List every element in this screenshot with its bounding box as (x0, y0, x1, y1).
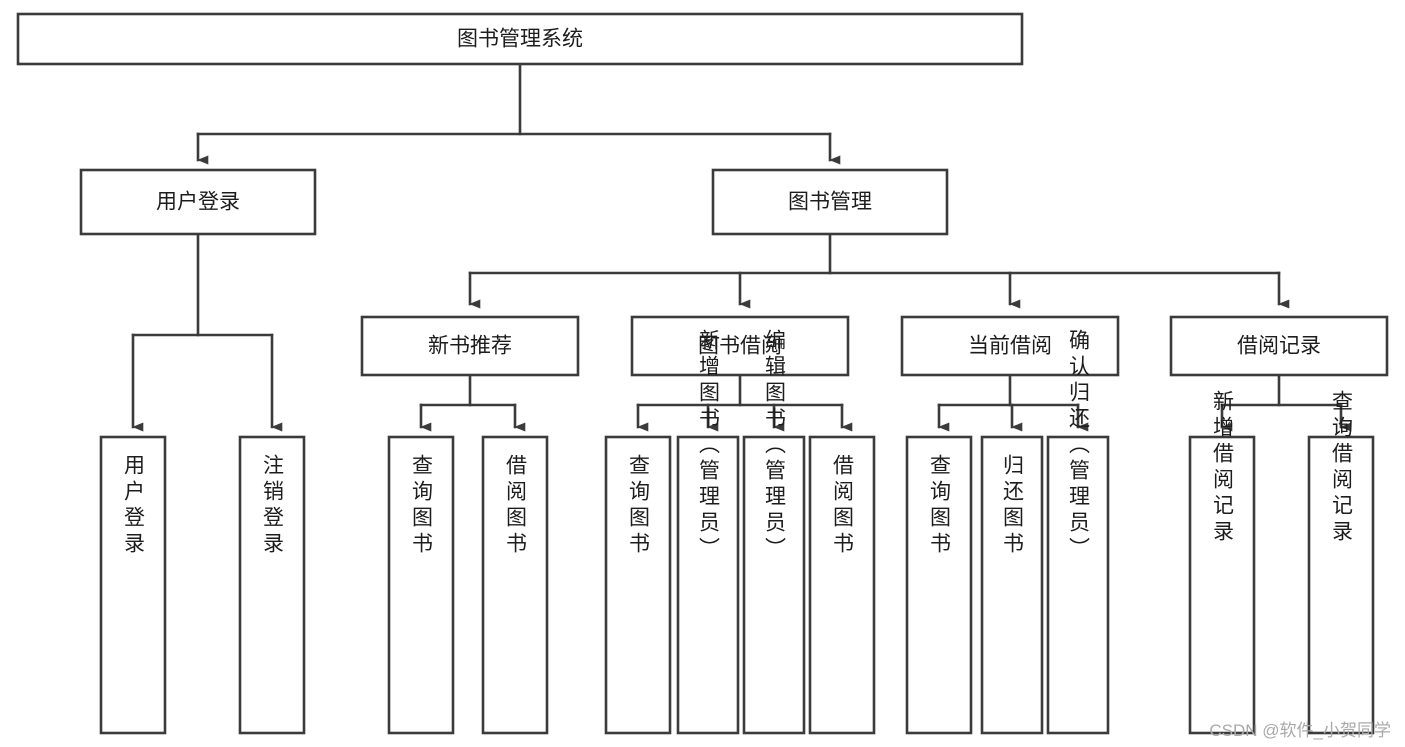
node-book-borrow[interactable]: 图书借阅 (630, 315, 850, 377)
node-leaf-confirm-return-label: 确认归还（管理员） (1067, 329, 1091, 563)
node-leaf-query-record-box[interactable] (1307, 435, 1375, 735)
node-leaf-borrow-book-2[interactable]: 借阅图书 (808, 435, 876, 735)
node-leaf-borrow-book-1[interactable]: 借阅图书 (481, 435, 549, 735)
node-leaf-query-book-2-box[interactable] (604, 435, 672, 735)
connector-layer (131, 62, 1352, 432)
node-borrow-record-label: 借阅记录 (1237, 335, 1321, 358)
node-leaf-user-login[interactable]: 用户登录 (99, 435, 167, 735)
node-user-login[interactable]: 用户登录 (79, 168, 317, 236)
node-new-book-recommend-label: 新书推荐 (428, 335, 512, 358)
node-current-borrow-box[interactable] (900, 315, 1120, 377)
node-borrow-record[interactable]: 借阅记录 (1169, 315, 1389, 377)
node-leaf-edit-book[interactable]: 编辑图书（管理员） (742, 329, 806, 735)
node-book-borrow-label: 图书借阅 (698, 335, 782, 358)
node-leaf-add-record-label: 新增借阅记录 (1211, 390, 1235, 546)
node-leaf-query-book-1-label: 查询图书 (410, 454, 434, 558)
csdn-watermark: CSDN @软件_小贺同学 (1209, 721, 1391, 740)
node-leaf-borrow-book-1-label: 借阅图书 (504, 454, 528, 558)
node-leaf-return-book-box[interactable] (980, 435, 1044, 735)
node-leaf-query-book-1[interactable]: 查询图书 (387, 435, 455, 735)
node-current-borrow-label: 当前借阅 (968, 335, 1052, 358)
node-root-label: 图书管理系统 (457, 28, 583, 51)
node-book-manage-label: 图书管理 (788, 191, 872, 214)
node-leaf-add-book-label: 新增图书（管理员） (697, 329, 721, 563)
node-leaf-query-book-2-label: 查询图书 (627, 454, 651, 558)
node-leaf-user-login-box[interactable] (99, 435, 167, 735)
node-current-borrow[interactable]: 当前借阅 (900, 315, 1120, 377)
node-leaf-query-book-3[interactable]: 查询图书 (905, 435, 973, 735)
node-leaf-user-logout-label: 注销登录 (261, 454, 285, 558)
node-borrow-record-box[interactable] (1169, 315, 1389, 377)
node-leaf-borrow-book-2-box[interactable] (808, 435, 876, 735)
node-leaf-query-record-label: 查询借阅记录 (1330, 390, 1354, 546)
node-leaf-add-book-box[interactable] (676, 435, 740, 735)
node-root[interactable]: 图书管理系统 (16, 12, 1024, 66)
node-book-manage-box[interactable] (711, 168, 949, 236)
node-leaf-return-book[interactable]: 归还图书 (980, 435, 1044, 735)
node-user-login-box[interactable] (79, 168, 317, 236)
node-leaf-query-book-3-box[interactable] (905, 435, 973, 735)
node-user-login-label: 用户登录 (156, 191, 240, 214)
node-leaf-add-record[interactable]: 新增借阅记录 (1188, 390, 1256, 735)
node-leaf-edit-book-box[interactable] (742, 435, 806, 735)
node-new-book-recommend-box[interactable] (360, 315, 580, 377)
node-book-manage[interactable]: 图书管理 (711, 168, 949, 236)
node-book-borrow-box[interactable] (630, 315, 850, 377)
node-leaf-borrow-book-2-label: 借阅图书 (831, 454, 855, 558)
node-leaf-user-logout-box[interactable] (238, 435, 306, 735)
node-leaf-confirm-return-box[interactable] (1046, 435, 1110, 735)
node-leaf-query-book-1-box[interactable] (387, 435, 455, 735)
node-leaf-query-book-3-label: 查询图书 (928, 454, 952, 558)
node-leaf-query-book-2[interactable]: 查询图书 (604, 435, 672, 735)
node-leaf-user-login-label: 用户登录 (122, 454, 146, 558)
node-leaf-confirm-return[interactable]: 确认归还（管理员） (1046, 329, 1110, 735)
node-new-book-recommend[interactable]: 新书推荐 (360, 315, 580, 377)
node-leaf-add-record-box[interactable] (1188, 435, 1256, 735)
node-leaf-add-book[interactable]: 新增图书（管理员） (676, 329, 740, 735)
node-leaf-query-record[interactable]: 查询借阅记录 (1307, 390, 1375, 735)
node-leaf-user-logout[interactable]: 注销登录 (238, 435, 306, 735)
node-leaf-edit-book-label: 编辑图书（管理员） (763, 329, 787, 563)
node-leaf-return-book-label: 归还图书 (1001, 454, 1025, 558)
node-leaf-borrow-book-1-box[interactable] (481, 435, 549, 735)
node-root-box[interactable] (16, 12, 1024, 66)
